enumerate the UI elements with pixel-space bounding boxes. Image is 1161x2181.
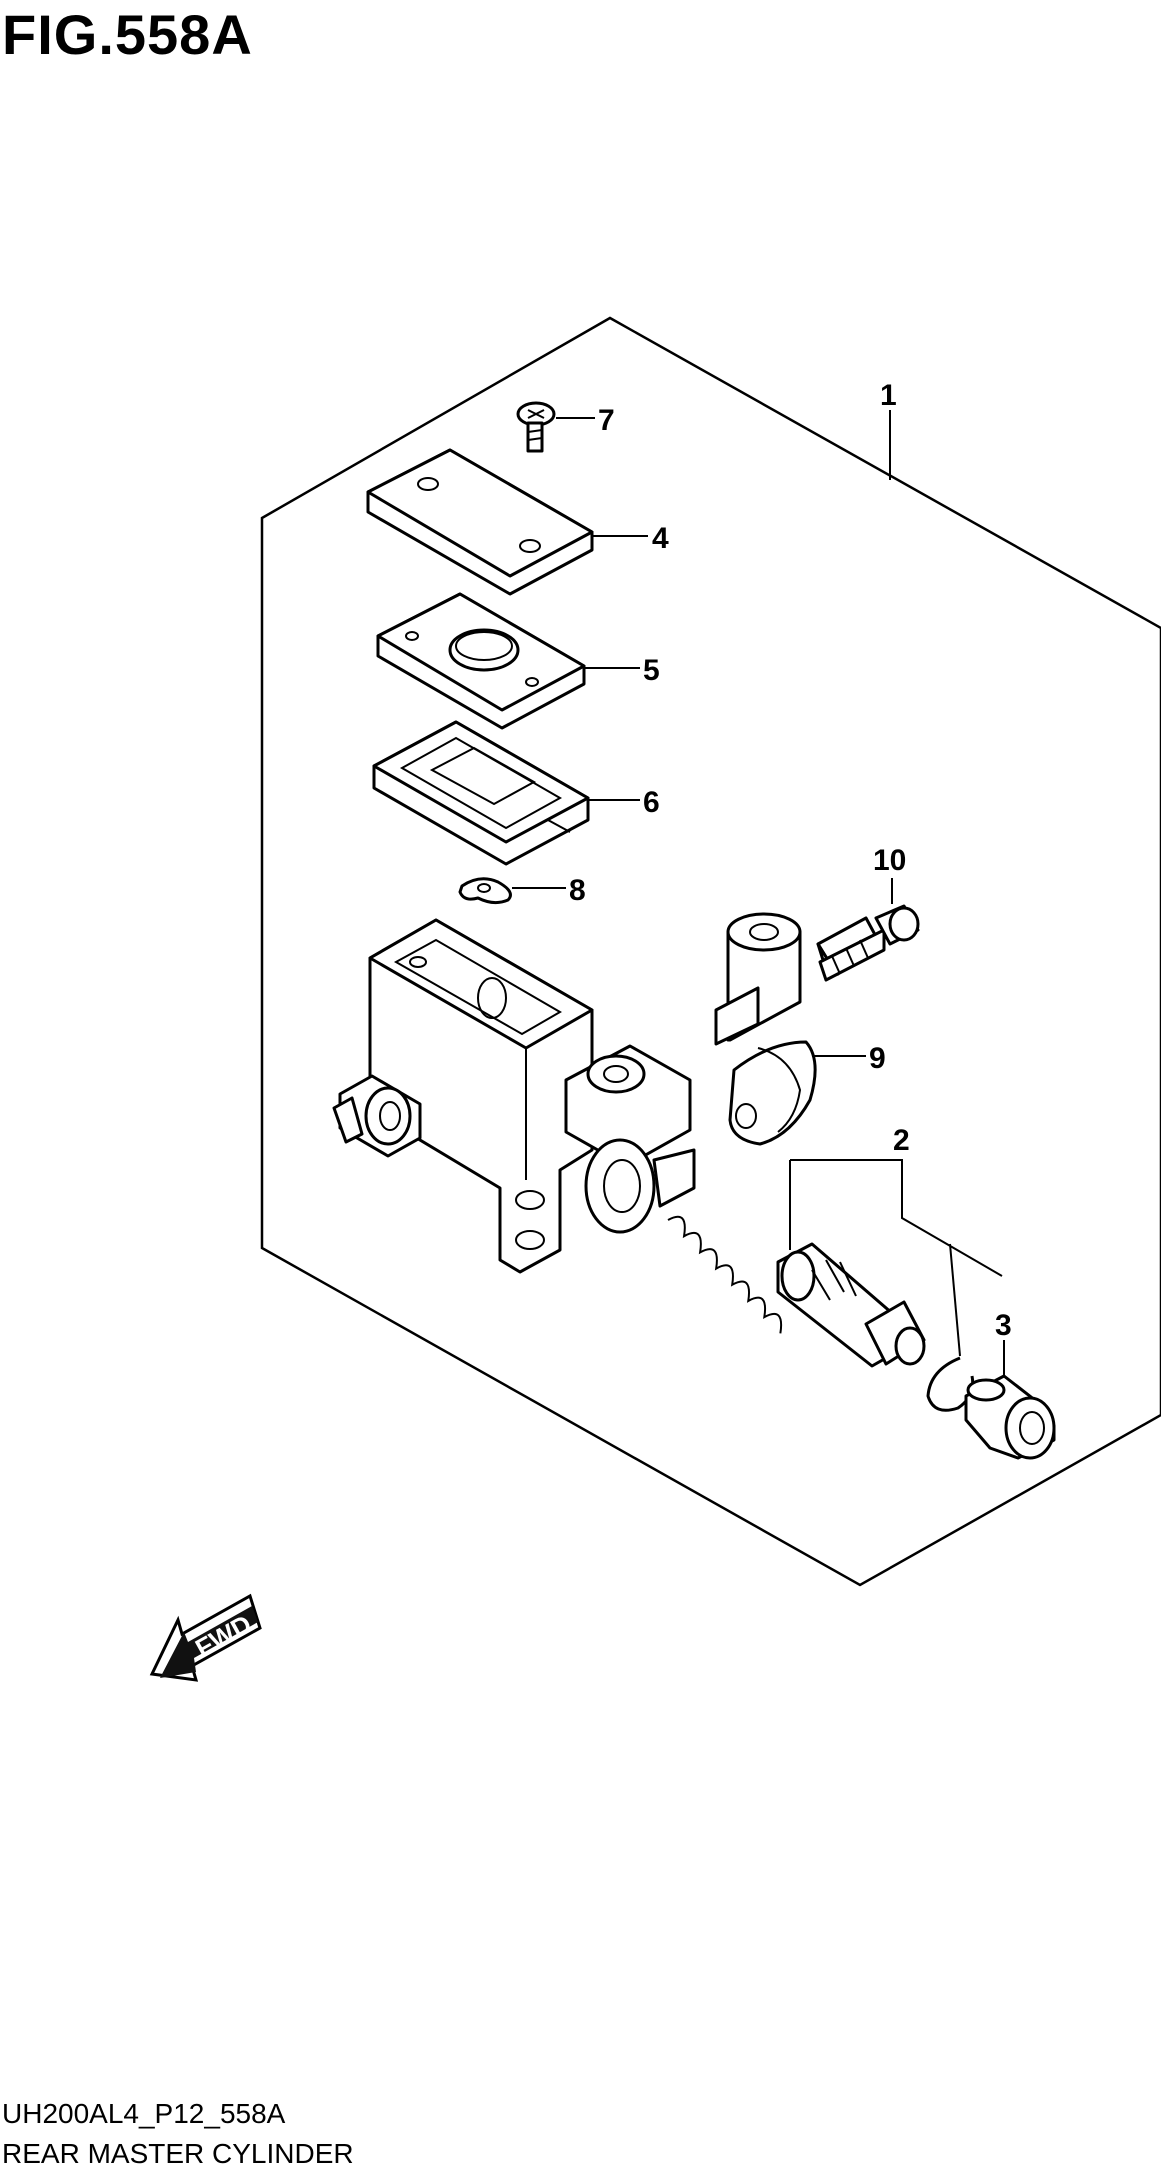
part-10-bolt <box>816 904 920 982</box>
master-cylinder-body <box>332 918 696 1274</box>
diagram-code: UH200AL4_P12_558A <box>2 2098 286 2129</box>
fwd-direction-arrow: FWD <box>149 1593 262 1682</box>
callout-7: 7 <box>598 404 615 437</box>
callout-1: 1 <box>880 379 897 412</box>
part-3-boot <box>964 1374 1056 1460</box>
callout-9: 9 <box>869 1042 886 1075</box>
callout-4: 4 <box>652 522 669 555</box>
part-6-diaphragm <box>372 720 590 866</box>
assembly-boundary <box>260 316 1161 1587</box>
callout-3: 3 <box>995 1309 1012 1342</box>
part-8-clip <box>458 877 512 905</box>
diagram-name: REAR MASTER CYLINDER <box>2 2138 354 2169</box>
callout-2: 2 <box>893 1124 910 1157</box>
leader-2-clip <box>949 1243 961 1357</box>
part-9-bracket <box>714 912 817 1146</box>
part-2-piston-kit <box>667 1215 975 1412</box>
callout-8: 8 <box>569 874 586 907</box>
part-7-screw <box>516 401 556 453</box>
leader-2 <box>790 1159 1003 1277</box>
callout-5: 5 <box>643 654 660 687</box>
callout-6: 6 <box>643 786 660 819</box>
callout-10: 10 <box>873 844 906 877</box>
part-5-plate <box>376 592 586 730</box>
part-4-reservoir-cap <box>366 448 594 596</box>
figure-title: FIG.558A <box>2 3 253 66</box>
